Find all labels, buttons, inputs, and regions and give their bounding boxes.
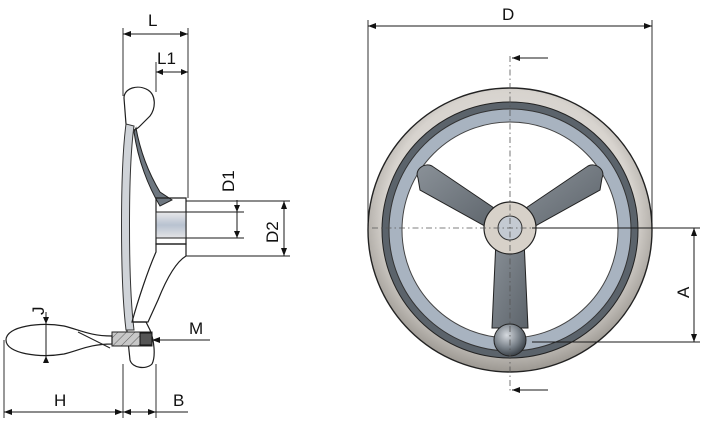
rim-face (121, 123, 135, 331)
dim-label-A: A (674, 286, 693, 298)
handle-grip-section (5, 323, 113, 357)
front-view: D A (367, 5, 700, 393)
dim-label-D1: D1 (219, 170, 238, 192)
dim-label-L1: L1 (157, 49, 176, 68)
handle-nut (139, 332, 153, 346)
spoke-lower-section (131, 243, 187, 323)
dim-label-D: D (502, 5, 514, 24)
dim-label-H: H (54, 391, 66, 410)
dim-label-L: L (148, 11, 157, 30)
hub-bore (155, 211, 187, 239)
dim-label-M: M (189, 319, 203, 338)
side-view: L L1 D1 D2 J M H (3, 11, 290, 418)
rim-section-top (123, 86, 155, 131)
spoke-upper-side (133, 126, 173, 207)
handle-grip-inner-line (77, 331, 111, 349)
dim-label-D2: D2 (263, 221, 282, 243)
dim-label-B: B (173, 391, 184, 410)
dim-label-J: J (29, 307, 48, 316)
